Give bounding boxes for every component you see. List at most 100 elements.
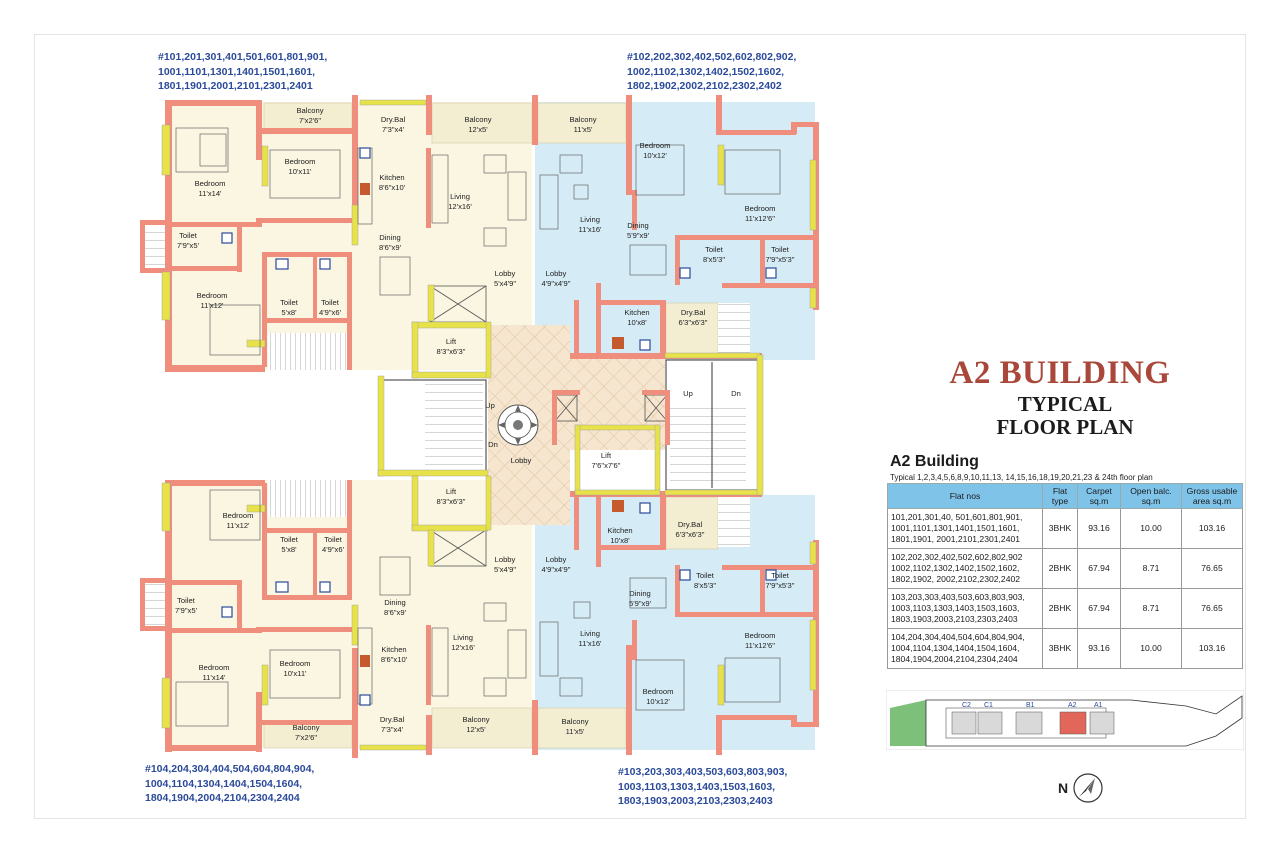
shaft-top-left [268, 333, 352, 370]
room-dimension-tl-toilet2: 5'x8' [281, 308, 297, 317]
room-label-tl-bedroom1: Bedroom [195, 179, 226, 188]
room-label-bl-bedroom1: Bedroom [223, 511, 254, 520]
key-label-c1: C1 [984, 702, 993, 709]
room-label-tr-drybal: Dry.Bal [681, 308, 706, 317]
room-dimension-tr-balcony: 11'x5' [574, 125, 593, 134]
flat-area-table: Flat nos Flat type Carpet sq.m Open balc… [887, 483, 1243, 669]
header-carpet: Carpet sq.m [1077, 483, 1121, 509]
flat-list-top-right: #102,202,302,402,502,602,802,902, 1002,1… [627, 51, 797, 92]
room-dimension-tl-toilet3: 4'9"x6' [319, 308, 342, 317]
room-label-br-dining: Dining [629, 589, 651, 598]
room-dimension-tr-living: 11'x16' [578, 225, 602, 234]
room-dimension-bl-toilet1: 5'x8' [281, 545, 297, 554]
balcony-hatching [263, 102, 719, 749]
room-label-tr-bedroom1: Bedroom [640, 141, 671, 150]
room-dimension-tr-toilet2: 7'9"x5'3" [766, 255, 795, 264]
page-subtitle: TYPICAL FLOOR PLAN [996, 392, 1134, 439]
room-label-tl-bedroom3: Bedroom [197, 291, 228, 300]
room-label-bl-drybal: Dry.Bal [380, 715, 405, 724]
room-dimension-br-drybal: 6'3"x6'3" [676, 530, 705, 539]
cell-flat-nos: 102,202,302,402,502,602,802,902 1002,110… [887, 548, 1043, 589]
cell-flat-nos: 103,203,303,403,503,603,803,903, 1003,11… [887, 588, 1043, 629]
room-label-tr-dining: Dining [627, 221, 649, 230]
room-dimension-bl-toilet3: 7'9"x5' [175, 606, 198, 615]
flat-list-top-left: #101,201,301,401,501,601,801,901, 1001,1… [158, 51, 328, 92]
room-label-bl-dining: Dining [384, 598, 406, 607]
room-dimension-tl-balcony: 7'x2'6" [299, 116, 321, 125]
cell-balc: 8.71 [1120, 548, 1182, 589]
room-dimension-br-dining: 5'9"x9' [629, 599, 652, 608]
room-dimension-br-bedroom2: 10'x12' [646, 697, 670, 706]
room-label-tr-balcony: Balcony [569, 115, 596, 124]
room-dimension-tl-dining: 8'6"x9' [379, 243, 402, 252]
room-label-bl-toilet3: Toilet [177, 596, 196, 605]
north-arrow-icon: N [1058, 773, 1103, 803]
room-dimension-tl-bedroom3: 11'x12' [200, 301, 224, 310]
key-label-a1: A1 [1094, 702, 1103, 709]
room-label-tr-toilet1: Toilet [705, 245, 724, 254]
stair-label-up2: Up [683, 389, 693, 398]
cell-type: 2BHK [1042, 548, 1078, 589]
room-dimension-br-kitchen: 10'x8' [610, 536, 630, 545]
room-label-bl-bedroom3: Bedroom [280, 659, 311, 668]
room-dimension-tr-lobby: 4'9"x4'9" [542, 279, 571, 288]
room-dimension-tl-kitchen: 8'6"x10' [379, 183, 406, 192]
room-dimension-tr-bedroom1: 10'x12' [643, 151, 667, 160]
room-label-tl-dining: Dining [379, 233, 401, 242]
room-label-bl-kitchen: Kitchen [381, 645, 406, 654]
room-label-bl-toilet2: Toilet [324, 535, 343, 544]
room-dimension-bl-dining: 8'6"x9' [384, 608, 407, 617]
room-label-bl-bedroom2: Bedroom [199, 663, 230, 672]
room-label-bl-lobby: Lobby [495, 555, 516, 564]
table-header-row: Flat nos Flat type Carpet sq.m Open balc… [887, 483, 1243, 509]
cell-type: 3BHK [1042, 508, 1078, 549]
room-dimension-bl-balcony: 12'x5' [466, 725, 486, 734]
lobby-rosette [497, 404, 539, 446]
room-dimension-br-lobby: 4'9"x4'9" [542, 565, 571, 574]
stair-label-dn1: Dn [488, 440, 498, 449]
cell-carpet: 67.94 [1077, 588, 1121, 629]
room-label-tl-toilet2: Toilet [280, 298, 299, 307]
room-label-tl-living: Living [450, 192, 470, 201]
room-dimension-bl-drybal: 7'3"x4' [381, 725, 404, 734]
room-dimension-tr-toilet1: 8'x5'3" [703, 255, 725, 264]
room-label-br-toilet1: Toilet [696, 571, 715, 580]
header-gross-area: Gross usable area sq.m [1181, 483, 1243, 509]
cell-balc: 8.71 [1120, 588, 1182, 629]
room-dimension-bl-balcony2: 7'x2'6" [295, 733, 317, 742]
room-label-tr-kitchen: Kitchen [624, 308, 649, 317]
header-open-balc: Open balc. sq.m [1120, 483, 1182, 509]
flat-list-bottom-left: #104,204,304,404,504,604,804,904, 1004,1… [145, 763, 315, 804]
fixtures [221, 147, 777, 706]
room-label-br-bedroom2: Bedroom [643, 687, 674, 696]
stair-label-dn2: Dn [731, 389, 741, 398]
room-label-tr-lobby: Lobby [546, 269, 567, 278]
table-row: 104,204,304,404,504,604,804,904, 1004,11… [887, 628, 1243, 669]
table-row: 102,202,302,402,502,602,802,902 1002,110… [887, 548, 1243, 589]
room-dimension-lift1: 8'3"x6'3" [437, 347, 466, 356]
hobs [360, 183, 624, 667]
room-dimension-bl-kitchen: 8'6"x10' [381, 655, 408, 664]
room-dimension-bl-living: 12'x16' [451, 643, 475, 652]
room-label-lift2: Lift [446, 487, 457, 496]
room-label-br-living: Living [580, 629, 600, 638]
room-dimension-tr-kitchen: 10'x8' [627, 318, 647, 327]
room-dimension-br-balcony: 11'x5' [566, 727, 585, 736]
key-label-c2: C2 [962, 702, 971, 709]
header-flat-nos: Flat nos [887, 483, 1043, 509]
room-dimension-br-toilet1: 8'x5'3" [694, 581, 716, 590]
room-label-c-lobby: Lobby [511, 456, 532, 465]
room-dimension-tl-bedroom2: 10'x11' [288, 167, 312, 176]
room-label-bl-balcony: Balcony [462, 715, 489, 724]
stair-label-up1: Up [485, 401, 495, 410]
room-label-lift3: Lift [601, 451, 612, 460]
room-dimension-tl-balcony2: 12'x5' [468, 125, 488, 134]
room-label-tl-lobby: Lobby [495, 269, 516, 278]
cell-gross: 76.65 [1181, 588, 1243, 629]
room-label-br-toilet2: Toilet [771, 571, 790, 580]
room-label-tl-kitchen: Kitchen [379, 173, 404, 182]
room-label-br-drybal: Dry.Bal [678, 520, 703, 529]
cell-gross: 103.16 [1181, 508, 1243, 549]
